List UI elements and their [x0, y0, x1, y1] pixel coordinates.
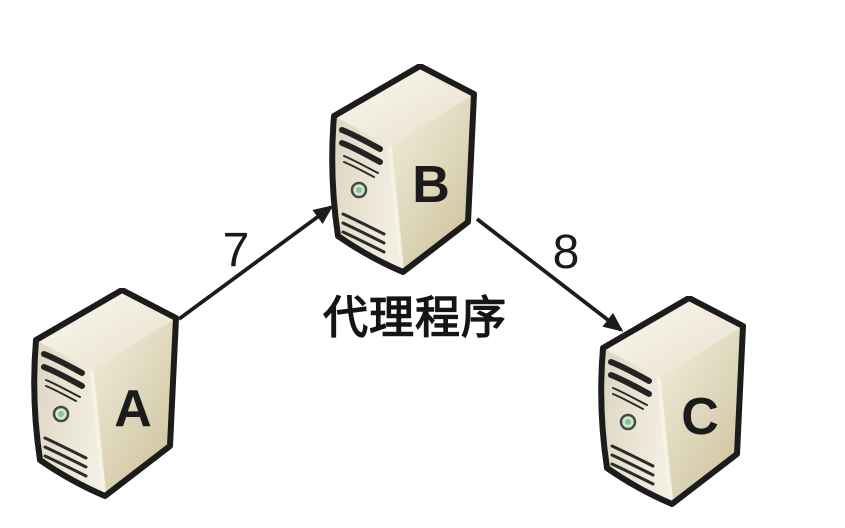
edge-b-c-label: 8 — [553, 226, 580, 279]
server-node-c: C — [597, 296, 747, 508]
edge-b-to-c-arrow — [475, 217, 624, 332]
drive-bays-icon — [608, 359, 652, 410]
vent-lines-icon — [610, 444, 655, 486]
caption-proxy-program: 代理程序 — [322, 292, 507, 343]
node-label: A — [114, 380, 152, 438]
server-tower-icon: C — [598, 296, 746, 507]
drive-bays-icon — [41, 351, 85, 402]
node-label: C — [681, 388, 719, 446]
server-tower-icon: B — [329, 64, 477, 275]
server-node-b: B — [328, 64, 478, 276]
power-led-core-icon — [58, 411, 64, 417]
server-tower-icon: A — [31, 288, 179, 499]
node-label: B — [412, 156, 450, 214]
server-node-a: A — [30, 288, 180, 500]
vent-lines-icon — [43, 436, 88, 478]
vent-lines-icon — [341, 212, 386, 254]
edge-a-to-b-arrow — [177, 205, 334, 321]
power-led-core-icon — [625, 419, 631, 425]
power-led-core-icon — [356, 187, 362, 193]
edge-a-b-label: 7 — [223, 224, 250, 277]
drive-bays-icon — [339, 127, 383, 178]
